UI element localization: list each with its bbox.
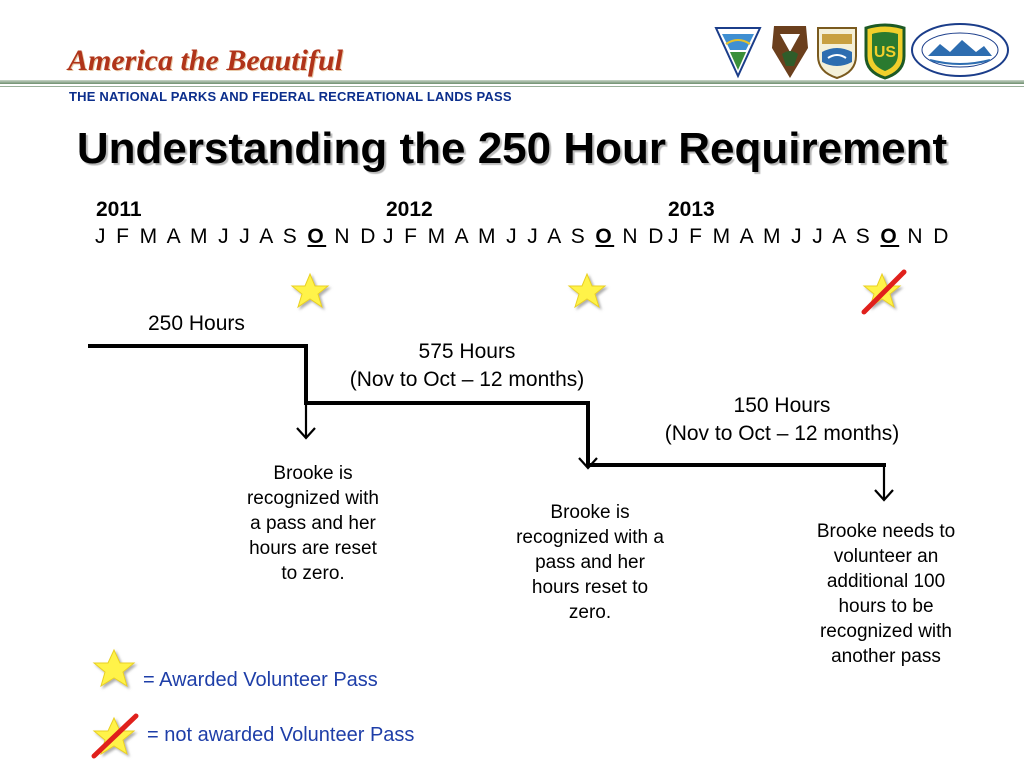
months-after: N D bbox=[899, 225, 951, 248]
note-line: recognized with a bbox=[516, 527, 664, 548]
month-october: O bbox=[880, 225, 900, 248]
nps-arrowhead-logo bbox=[772, 26, 808, 78]
note-line: Brooke needs to bbox=[816, 521, 956, 542]
period-label-3: 150 Hours bbox=[733, 394, 831, 417]
brand-subtitle: THE NATIONAL PARKS AND FEDERAL RECREATIO… bbox=[69, 89, 512, 104]
note-line: another pass bbox=[831, 646, 941, 667]
note-2: Brooke is recognized with a pass and her… bbox=[492, 500, 688, 625]
note-line: volunteer an bbox=[833, 546, 939, 567]
note-line: hours are reset bbox=[249, 538, 377, 559]
agency-logos: US bbox=[714, 23, 1009, 80]
fws-logo bbox=[817, 27, 857, 80]
star-icon bbox=[290, 272, 330, 309]
note-3: Brooke needs to volunteer an additional … bbox=[786, 519, 986, 669]
brand-title: America the Beautiful bbox=[68, 44, 344, 77]
arrow-down-3 bbox=[874, 465, 894, 502]
star-icon bbox=[567, 272, 607, 309]
reclamation-logo bbox=[911, 23, 1009, 77]
note-line: Brooke is bbox=[550, 502, 630, 523]
note-line: hours to be bbox=[838, 596, 934, 617]
note-line: recognized with bbox=[819, 621, 953, 642]
arrow-down-2 bbox=[578, 457, 598, 470]
month-row-1: J F M A M J J A S O N D bbox=[95, 225, 378, 249]
blm-logo bbox=[714, 27, 762, 79]
note-line: zero. bbox=[568, 602, 612, 623]
note-line: hours reset to bbox=[531, 577, 649, 598]
crossed-star-icon bbox=[861, 269, 907, 315]
month-row-2: J F M A M J J A S O N D bbox=[383, 225, 666, 249]
legend-awarded: = Awarded Volunteer Pass bbox=[143, 669, 378, 691]
year-label-2: 2012 bbox=[386, 198, 433, 221]
period-line-1 bbox=[88, 344, 308, 405]
period-label-2: 575 Hours bbox=[418, 340, 516, 363]
note-line: to zero. bbox=[281, 563, 345, 584]
period-line-2 bbox=[304, 401, 590, 467]
month-row-3: J F M A M J J A S O N D bbox=[668, 225, 951, 249]
note-1: Brooke is recognized with a pass and her… bbox=[218, 461, 408, 586]
header-rule bbox=[0, 80, 1024, 84]
months-after: N D bbox=[326, 225, 378, 248]
note-line: Brooke is bbox=[273, 463, 353, 484]
note-line: additional 100 bbox=[826, 571, 946, 592]
year-label-1: 2011 bbox=[96, 198, 142, 221]
months-after: N D bbox=[614, 225, 666, 248]
note-line: recognized with bbox=[246, 488, 380, 509]
month-october: O bbox=[307, 225, 327, 248]
legend-not-awarded: = not awarded Volunteer Pass bbox=[147, 724, 415, 746]
arrow-down-1 bbox=[296, 403, 316, 440]
note-line: pass and her bbox=[535, 552, 645, 573]
period-range-3: (Nov to Oct – 12 months) bbox=[664, 422, 900, 445]
months-before: J F M A M J J A S bbox=[95, 225, 308, 248]
note-line: a pass and her bbox=[250, 513, 376, 534]
usfs-shield-logo: US bbox=[864, 23, 906, 80]
months-before: J F M A M J J A S bbox=[668, 225, 881, 248]
period-range-2: (Nov to Oct – 12 months) bbox=[349, 368, 585, 391]
period-label-1: 250 Hours bbox=[148, 312, 245, 335]
slide-title: Understanding the 250 Hour Requirement bbox=[76, 124, 948, 173]
svg-text:US: US bbox=[874, 44, 897, 61]
year-label-3: 2013 bbox=[668, 198, 715, 221]
header-rule-thin bbox=[0, 86, 1024, 87]
months-before: J F M A M J J A S bbox=[383, 225, 596, 248]
legend-crossed-star-icon bbox=[91, 713, 139, 759]
month-october: O bbox=[595, 225, 615, 248]
legend-star-icon bbox=[92, 648, 136, 688]
